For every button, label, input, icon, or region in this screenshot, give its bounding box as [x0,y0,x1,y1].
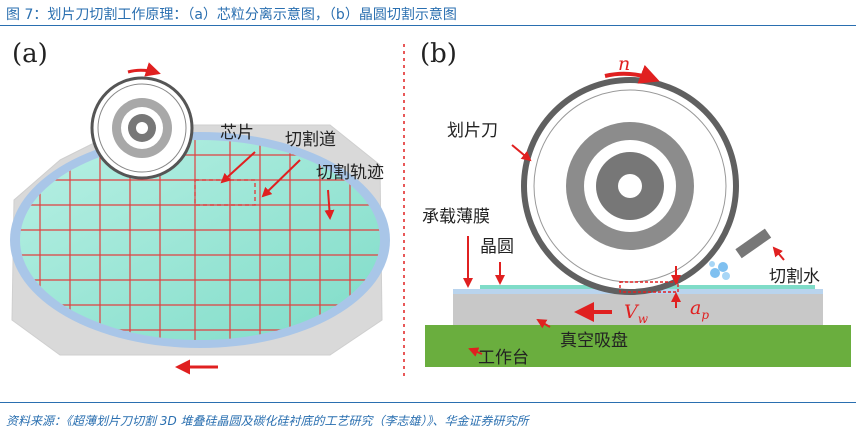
chip-label: 芯片 [220,123,254,143]
rotation-arrow-b [604,64,660,84]
rotation-arrow-a [127,62,161,77]
top-divider [0,25,856,26]
bottom-divider [0,402,856,403]
film-label: 承载薄膜 [422,207,490,227]
street-pointer [261,159,301,198]
rotation-symbol: n [618,53,630,75]
track-pointer [324,189,335,220]
chuck-label: 真空吸盘 [560,331,628,351]
cut-zone [619,281,679,293]
water-label: 切割水 [769,267,820,287]
table-pointer [468,347,483,357]
feed-symbol: Vw [624,301,649,326]
work-table [425,325,851,367]
vacuum-chuck [453,294,823,325]
blade-pointer [511,144,532,162]
chip-pointer [220,151,256,184]
table-label: 工作台 [478,348,529,368]
wafer-label: 晶圆 [480,237,514,257]
chuck-pointer [536,318,551,329]
depth-symbol: ap [690,297,709,322]
water-nozzle [709,228,772,280]
water-pointer [772,246,785,261]
panel-a-label: (a) [12,39,48,69]
blade-label: 划片刀 [447,121,498,141]
track-label: 切割轨迹 [316,163,384,183]
panel-b-label: (b) [420,39,457,69]
street-label: 切割道 [285,130,336,150]
source-note: 资料来源：《超薄划片刀切割 3D 堆叠硅晶圆及碳化硅衬底的工艺研究（李志雄）》、… [6,414,529,428]
blade-b [521,77,739,295]
blade-a [90,76,194,180]
dicing-diagram: (a) 芯片 切割道 切割轨 [10,39,851,380]
figure-title: 图 7：划片刀切割工作原理：（a）芯粒分离示意图，（b）晶圆切割示意图 [6,7,457,23]
